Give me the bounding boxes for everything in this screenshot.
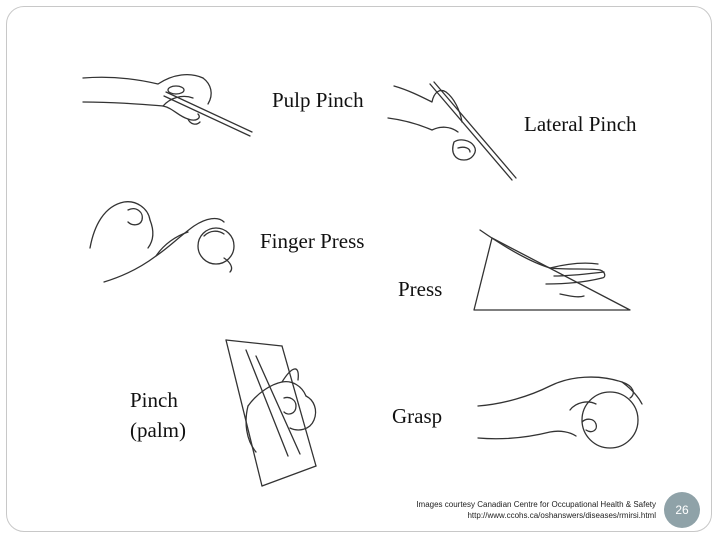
finger-press-label: Finger Press	[260, 229, 365, 253]
pulp-pinch-label: Pulp Pinch	[272, 88, 364, 112]
finger-press-illustration	[89, 201, 235, 283]
image-credit: Images courtesy Canadian Centre for Occu…	[360, 500, 656, 522]
pinch-palm-illustration	[225, 339, 317, 487]
grasp-illustration	[477, 376, 643, 449]
page-number-badge: 26	[664, 492, 700, 528]
credit-line-1: Images courtesy Canadian Centre for Occu…	[416, 500, 656, 509]
credit-url: http://www.ccohs.ca/oshanswers/diseases/…	[467, 510, 656, 520]
pulp-pinch-illustration	[82, 73, 253, 137]
pinch-palm-label-line1: Pinch	[130, 388, 178, 412]
pinch-palm-label-line2: (palm)	[130, 418, 186, 442]
press-illustration	[473, 229, 631, 311]
press-label: Press	[398, 277, 443, 301]
lateral-pinch-illustration	[387, 81, 517, 181]
grasp-label: Grasp	[392, 404, 443, 428]
lateral-pinch-label: Lateral Pinch	[524, 112, 637, 136]
